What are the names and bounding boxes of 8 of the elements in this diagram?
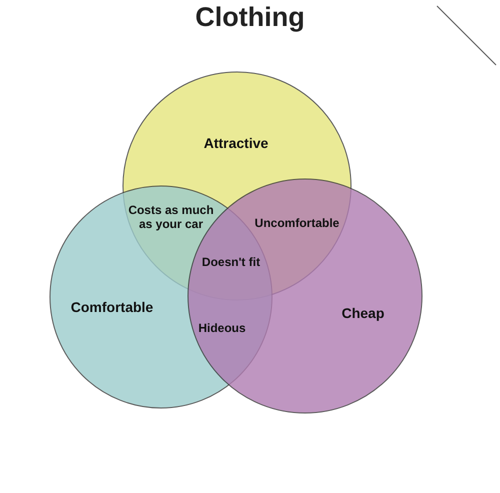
set-label: Cheap [342, 305, 384, 321]
diagram-title: Clothing [194, 2, 306, 33]
set-label: Comfortable [70, 299, 154, 315]
overlap-label: Doesn't fit [202, 255, 260, 269]
overlap-label: Uncomfortable [254, 216, 340, 230]
set-label: Attractive [204, 135, 268, 151]
overlap-label: Hideous [198, 321, 246, 335]
overlap-label: Costs as much as your car [127, 203, 215, 231]
